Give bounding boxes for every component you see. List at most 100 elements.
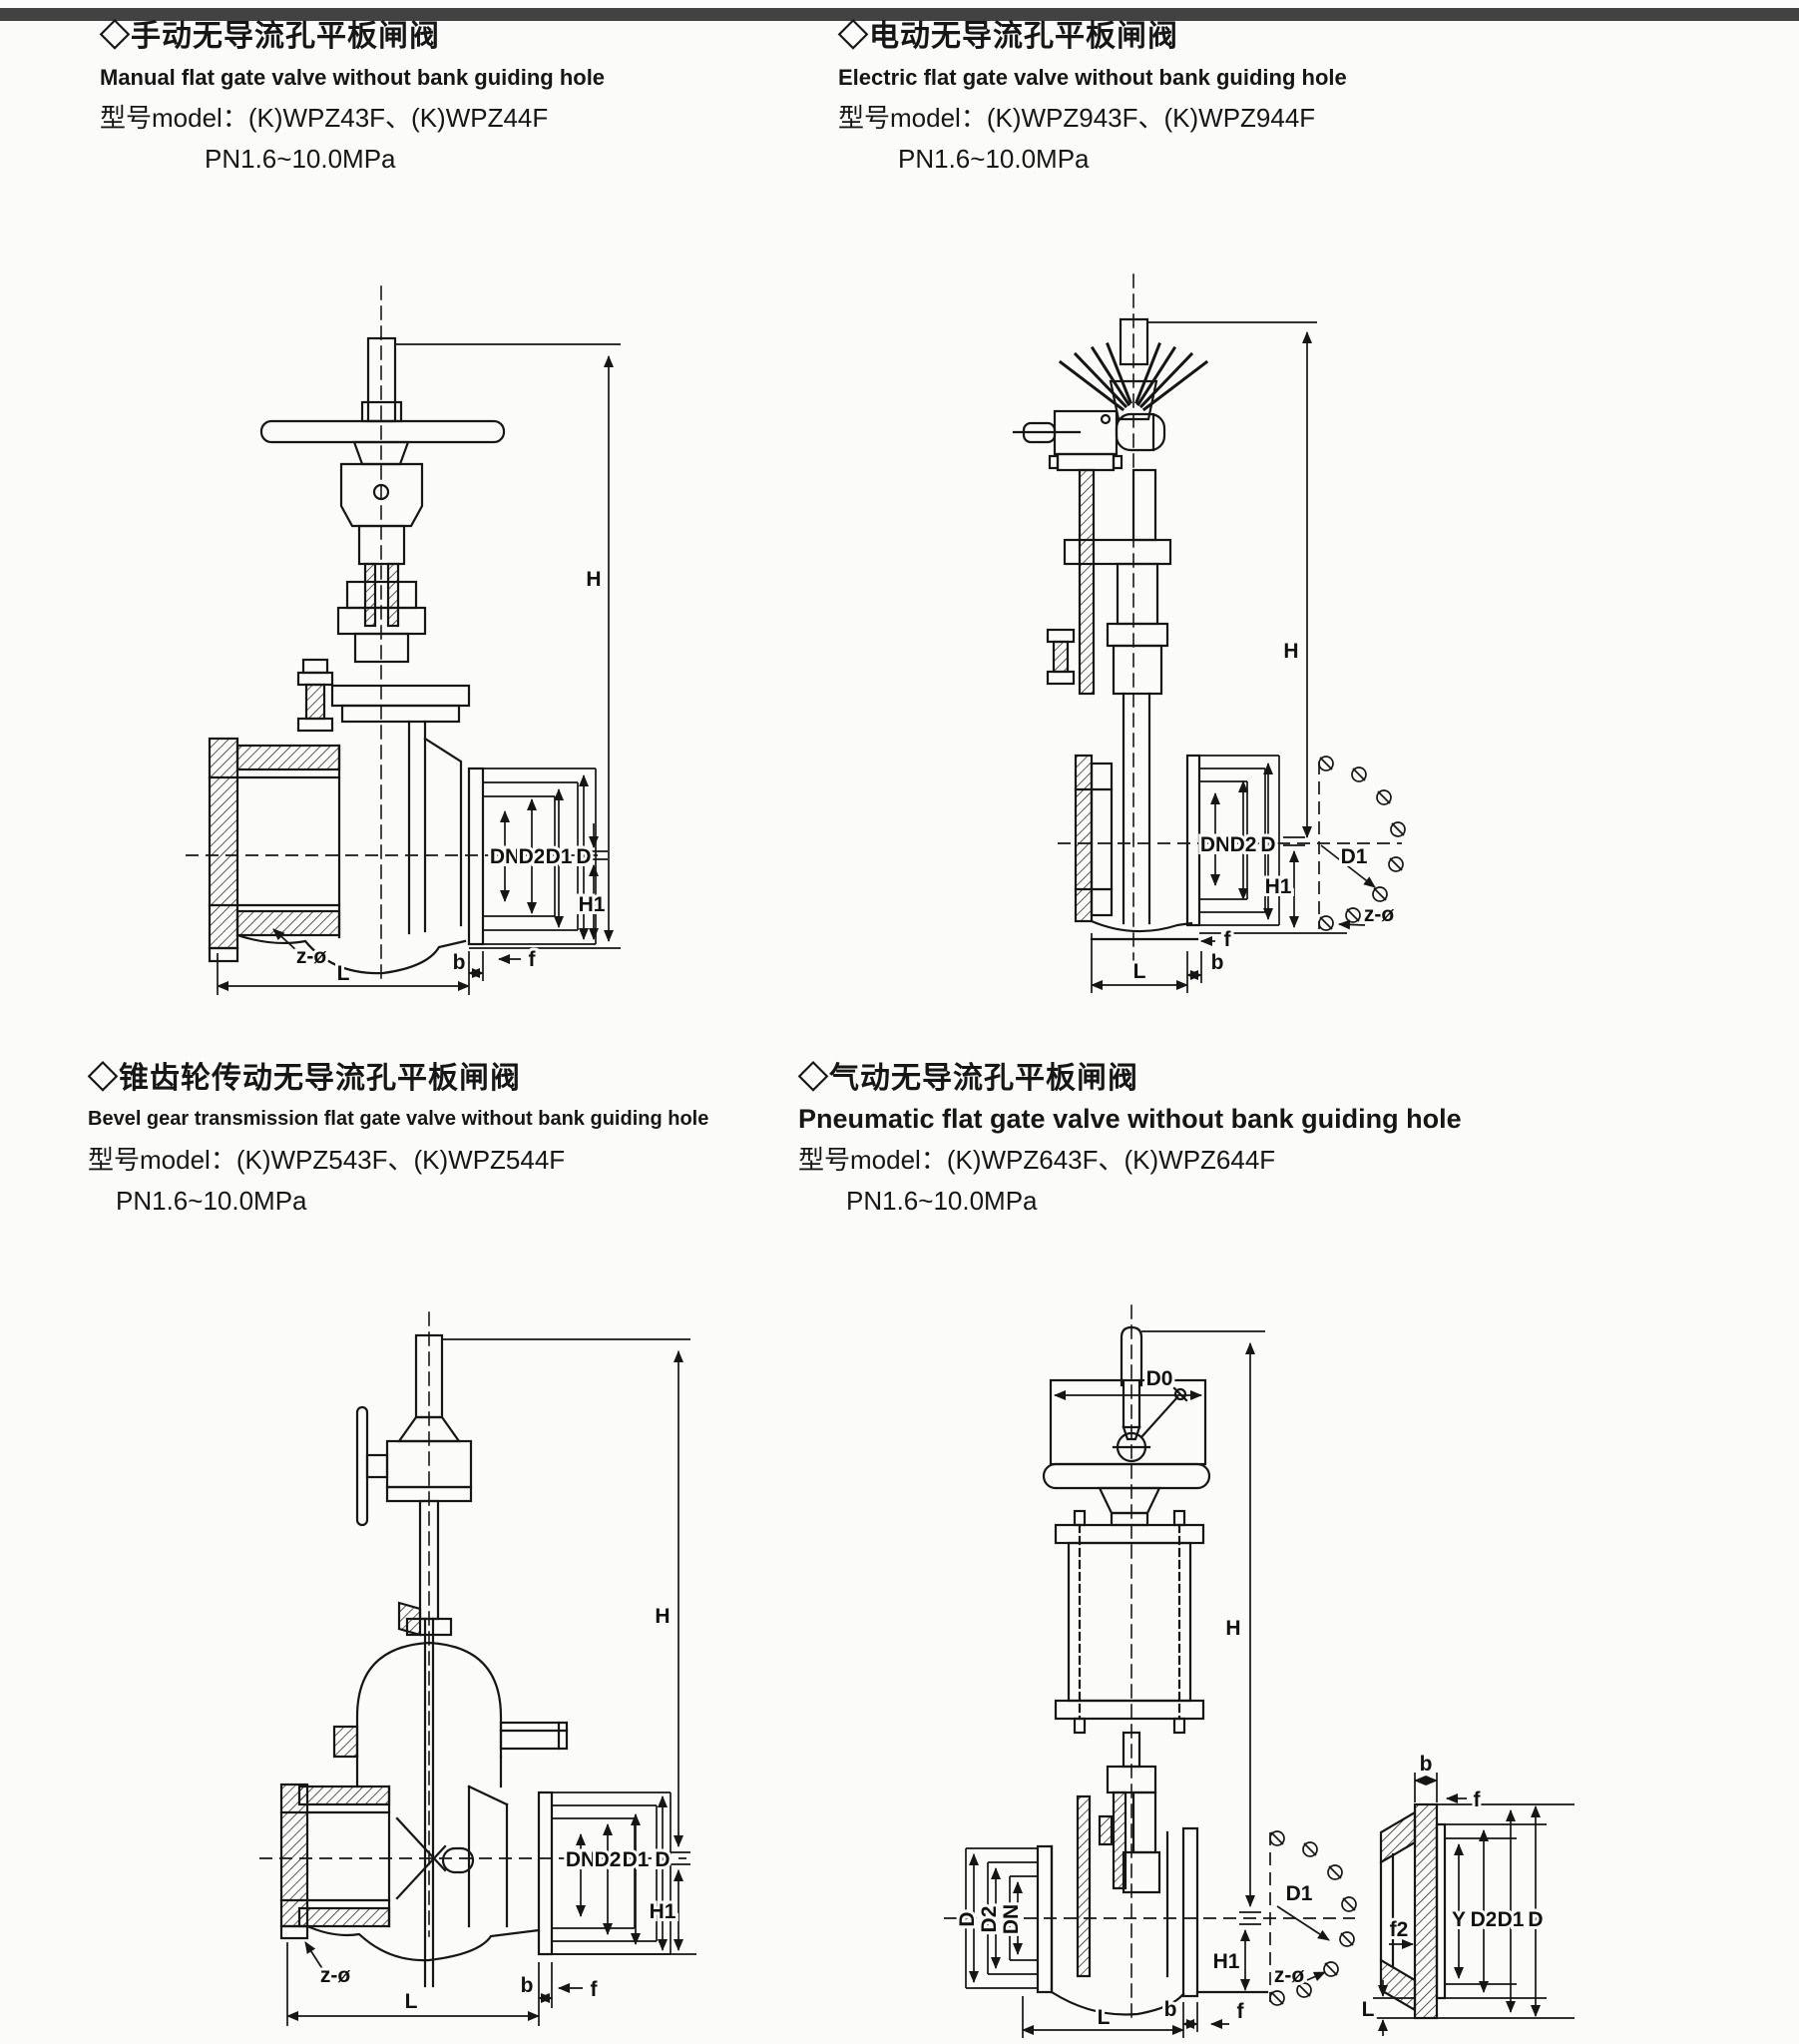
body-bottom — [305, 1924, 541, 1962]
dim-h1: H1 — [650, 1900, 676, 1923]
valve-body-outline — [279, 1311, 569, 1988]
dim-dn: DN — [1200, 833, 1230, 856]
title-zh-electric: ◇电动无导流孔平板闸阀 — [838, 20, 1178, 53]
dim-h: H — [1225, 1617, 1240, 1640]
outlet-flange — [467, 766, 597, 946]
handwheel-hub — [1109, 379, 1158, 421]
dim-d: D — [655, 1848, 670, 1871]
dim-d2: D2 — [519, 845, 546, 868]
bonnet-dome — [355, 1641, 503, 1759]
dim-z-holes: z-ø — [1364, 903, 1394, 926]
bolt-circle-view — [1269, 1830, 1357, 2006]
dimension-lines — [1058, 321, 1402, 993]
dim-b: b — [521, 1974, 534, 1997]
valve-body-outline — [208, 285, 506, 982]
drawing-pneumatic-valve: D0 H H1 D D2 DN D1 z-ø L b f b f Y D2 D1… — [944, 1304, 1574, 2038]
model-line-manual: 型号model：(K)WPZ43F、(K)WPZ44F — [100, 103, 549, 133]
outlet-flange-plate — [1181, 1826, 1199, 1998]
valve-body-outline — [1012, 273, 1209, 979]
detail-dim-f: f — [1474, 1788, 1482, 1811]
dim-f: f — [591, 1978, 599, 2001]
detail-dim-d: D — [1528, 1908, 1543, 1931]
dimension-labels: H H1 DN D2 D1 D L b f z-ø — [317, 1602, 679, 2016]
detail-dim-y: Y — [1452, 1908, 1466, 1931]
gate — [1076, 1794, 1092, 1978]
section-header-bevel: ◇锥齿轮传动无导流孔平板闸阀 Bevel gear transmission f… — [88, 1058, 708, 1222]
detail-dim-d2: D2 — [1471, 1908, 1498, 1931]
inlet-flange — [1074, 754, 1094, 923]
dim-d2: D2 — [978, 1906, 1001, 1933]
dimension-lines — [944, 1330, 1355, 2038]
drawing-bevel-gear-valve: H H1 DN D2 D1 D L b f z-ø — [259, 1311, 696, 2026]
dim-d0: D0 — [1146, 1367, 1173, 1390]
pn-rating-pneumatic: PN1.6~10.0MPa — [846, 1186, 1038, 1216]
title-en-electric: Electric flat gate valve without bank gu… — [838, 65, 1347, 90]
title-zh-manual: ◇手动无导流孔平板闸阀 — [100, 20, 440, 53]
gland — [339, 462, 424, 528]
dim-d1: D1 — [1341, 845, 1368, 868]
detail-dim-l: L — [1362, 1998, 1375, 2021]
dimension-labels: H H1 DN D2 D D1 z-ø L b f — [1130, 637, 1398, 986]
dim-f: f — [1224, 928, 1232, 951]
drawing-electric-valve: H H1 DN D2 D D1 z-ø L b f — [1012, 273, 1406, 993]
pn-rating-manual: PN1.6~10.0MPa — [205, 144, 396, 174]
dim-h1: H1 — [1213, 1950, 1240, 1973]
dim-b: b — [1211, 951, 1224, 974]
bolt-holes — [1318, 756, 1406, 931]
side-stud — [301, 658, 329, 675]
indicator-housing — [1049, 1378, 1207, 1466]
bolt-holes — [1269, 1830, 1357, 2006]
dim-d2: D2 — [1230, 833, 1257, 856]
dim-d: D — [956, 1911, 979, 1926]
dim-f: f — [529, 948, 537, 971]
pneumatic-cylinder — [1067, 1541, 1192, 1703]
dim-z-holes: z-ø — [1274, 1964, 1304, 1987]
dim-h: H — [655, 1605, 670, 1628]
dim-d: D — [1260, 833, 1275, 856]
title-en-pneumatic: Pneumatic flat gate valve without bank g… — [798, 1104, 1462, 1134]
dim-d1: D1 — [1286, 1882, 1313, 1905]
dim-b: b — [1164, 1998, 1177, 2021]
cylinder-top-plate — [1054, 1523, 1205, 1545]
stem-indicator — [1120, 1325, 1143, 1387]
hand-jack-wheel — [1042, 1462, 1211, 1490]
title-en-bevel: Bevel gear transmission flat gate valve … — [88, 1108, 709, 1130]
dimension-lines — [186, 343, 621, 995]
model-line-pneumatic: 型号model：(K)WPZ643F、(K)WPZ644F — [798, 1145, 1276, 1175]
dimension-labels: H H1 DN D2 D1 D L b f z-ø — [293, 565, 609, 988]
dim-l: L — [1133, 960, 1146, 983]
dim-d2: D2 — [595, 1848, 622, 1871]
dim-dn: DN — [1000, 1904, 1023, 1934]
section-header-pneumatic: ◇气动无导流孔平板闸阀 Pneumatic flat gate valve wi… — [798, 1058, 1462, 1222]
bolt-circle-view — [1318, 756, 1406, 931]
body-bottom — [1050, 1990, 1185, 2016]
model-line-electric: 型号model：(K)WPZ943F、(K)WPZ944F — [838, 103, 1316, 133]
title-en-manual: Manual flat gate valve without bank guid… — [100, 65, 606, 90]
dim-l: L — [1098, 2006, 1111, 2029]
detail-dim-d1: D1 — [1498, 1908, 1525, 1931]
inlet-flange — [279, 1783, 309, 1928]
title-zh-bevel: ◇锥齿轮传动无导流孔平板闸阀 — [88, 1062, 521, 1095]
dimension-labels: D0 H H1 D D2 DN D1 z-ø L b f b f Y D2 D1… — [953, 1364, 1547, 2032]
detail-dim-f2: f2 — [1390, 1918, 1409, 1941]
detail-dim-b: b — [1420, 1753, 1433, 1776]
dim-z-holes: z-ø — [320, 1964, 350, 1987]
model-line-bevel: 型号model：(K)WPZ543F、(K)WPZ544F — [88, 1145, 566, 1175]
section-header-electric: ◇电动无导流孔平板闸阀 Electric flat gate valve wit… — [838, 16, 1347, 180]
dim-l: L — [405, 1990, 418, 2013]
electric-motor — [1115, 412, 1166, 452]
handwheel — [259, 419, 506, 444]
yoke-column — [1078, 468, 1096, 696]
side-port — [499, 1721, 569, 1751]
inlet-flange — [208, 737, 239, 950]
flange-detail-view — [1373, 1773, 1574, 2036]
pn-rating-bevel: PN1.6~10.0MPa — [116, 1186, 307, 1216]
handwheel-spokes — [1058, 342, 1209, 412]
scan-edge-artifact — [0, 8, 1799, 21]
dim-d: D — [576, 845, 591, 868]
dim-h1: H1 — [1265, 875, 1292, 898]
valve-body-outline — [1042, 1304, 1269, 2022]
body-bottom — [1090, 919, 1193, 933]
dim-b: b — [453, 951, 466, 974]
